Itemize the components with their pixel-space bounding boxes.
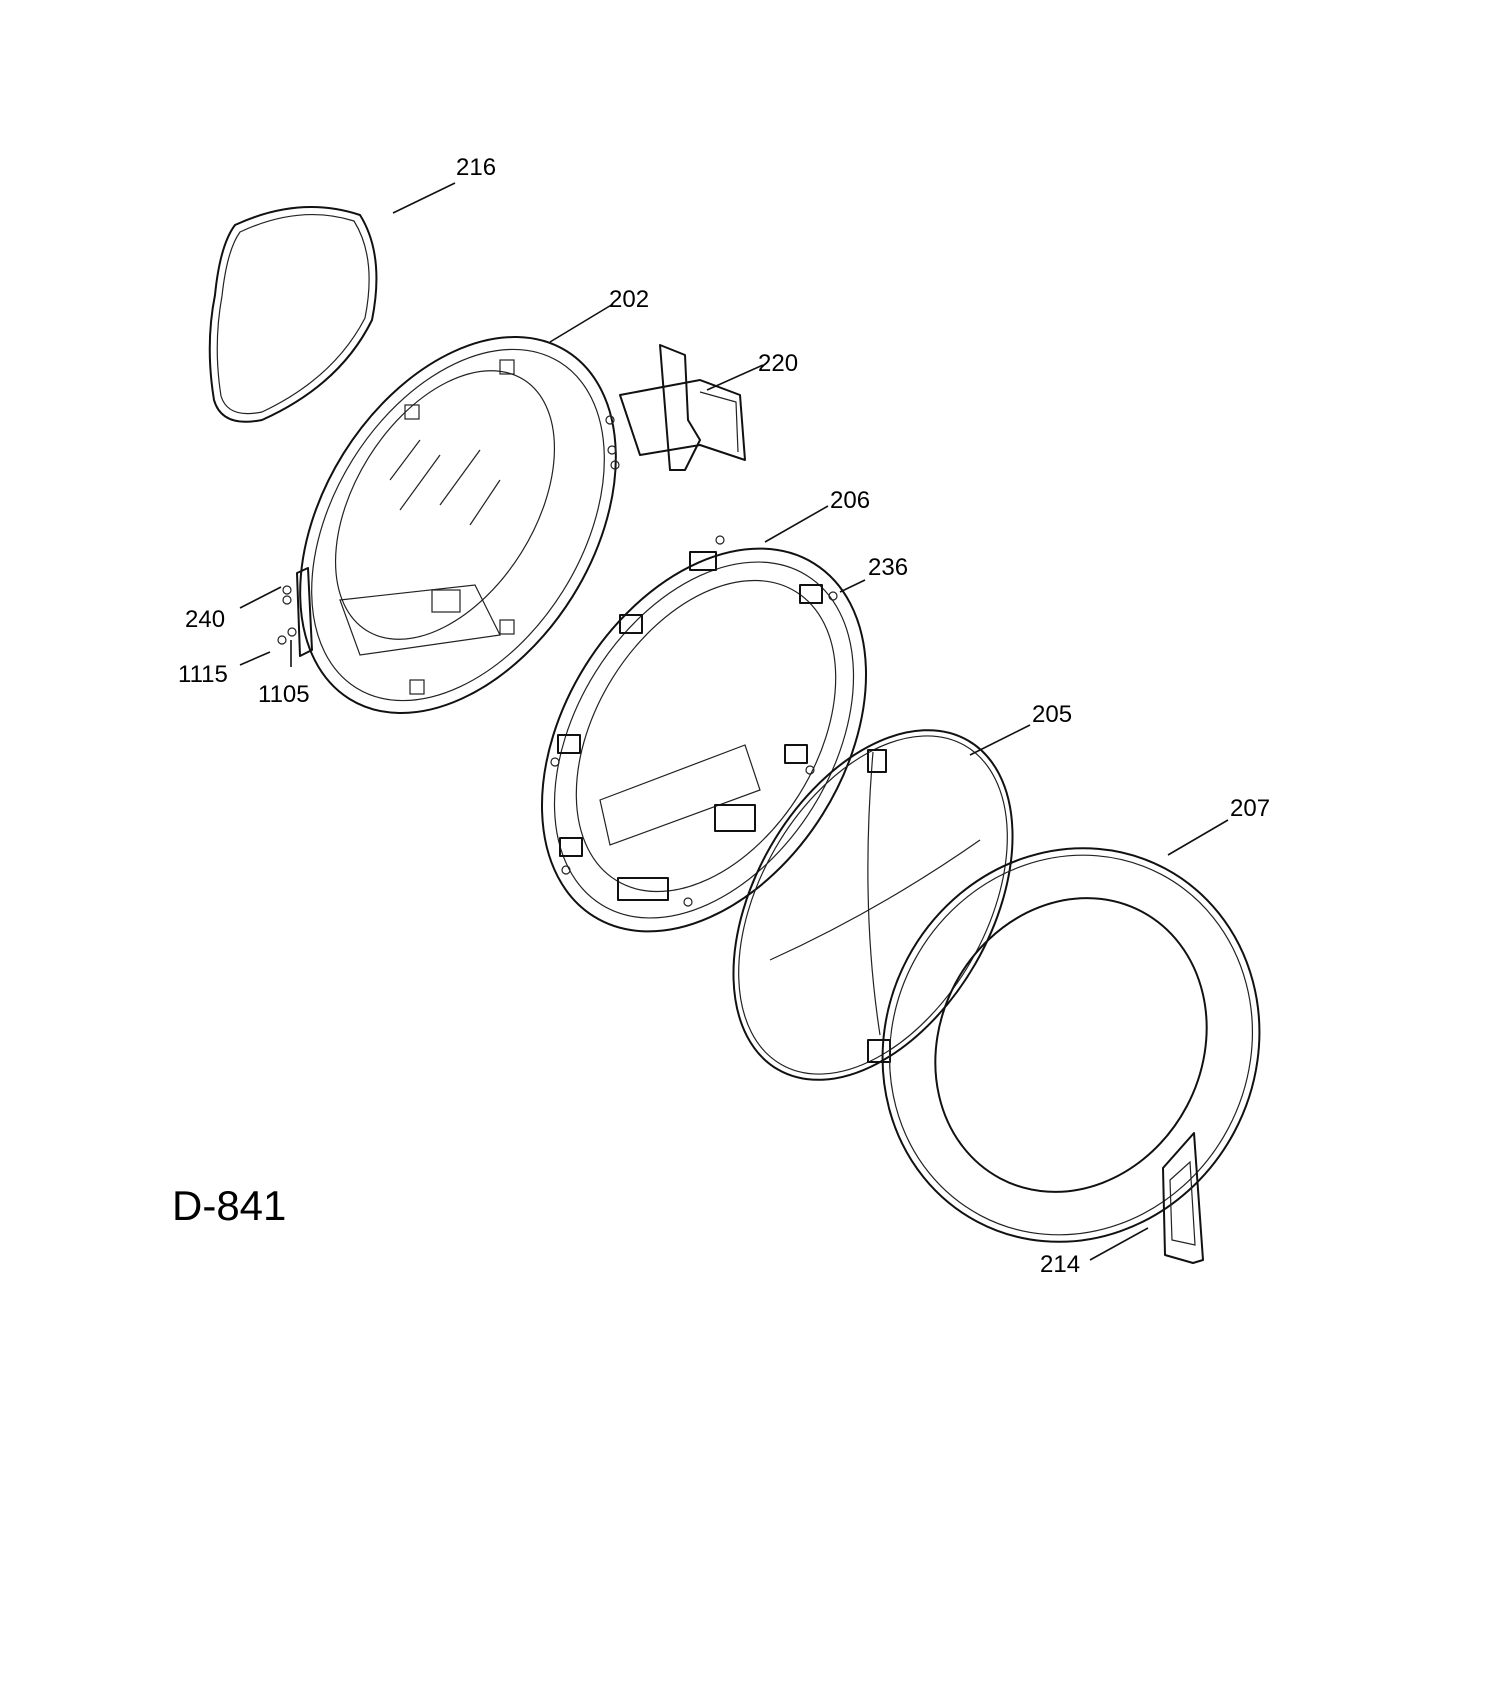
leader-240 xyxy=(239,586,282,609)
callout-240: 240 xyxy=(185,606,225,633)
callout-1115: 1115 xyxy=(178,661,228,688)
leader-236 xyxy=(839,579,866,593)
callout-214: 214 xyxy=(1040,1251,1080,1278)
part-220-hinge xyxy=(605,344,746,471)
callout-216: 216 xyxy=(456,154,496,181)
callout-236: 236 xyxy=(868,554,908,581)
callout-220: 220 xyxy=(758,350,798,377)
leader-205 xyxy=(969,724,1031,756)
part-236-screw xyxy=(828,591,838,601)
leader-216 xyxy=(392,182,456,214)
leader-207 xyxy=(1167,819,1229,856)
part-202-inner-door xyxy=(299,336,617,714)
callout-labels: 216 202 220 206 236 240 1115 1105 205 20… xyxy=(178,154,1270,1278)
part-214-door-handle xyxy=(1162,1132,1204,1264)
leader-1115 xyxy=(239,651,271,666)
part-240-door-catch xyxy=(277,567,313,657)
part-207-outer-trim-ring xyxy=(881,847,1261,1243)
part-206-door-liner-ring xyxy=(540,535,868,933)
leader-220 xyxy=(706,364,764,391)
callout-1105: 1105 xyxy=(258,681,310,708)
leader-lines xyxy=(239,182,1229,1261)
part-205-outer-glass xyxy=(732,729,1014,1081)
callout-205: 205 xyxy=(1032,701,1072,728)
part-216-door-gasket xyxy=(208,206,378,423)
diagram-code: D-841 xyxy=(172,1182,286,1229)
leader-214 xyxy=(1089,1227,1149,1261)
leader-206 xyxy=(764,505,829,543)
callout-202: 202 xyxy=(609,286,649,313)
leader-202 xyxy=(549,303,614,343)
callout-206: 206 xyxy=(830,487,870,514)
callout-207: 207 xyxy=(1230,795,1270,822)
